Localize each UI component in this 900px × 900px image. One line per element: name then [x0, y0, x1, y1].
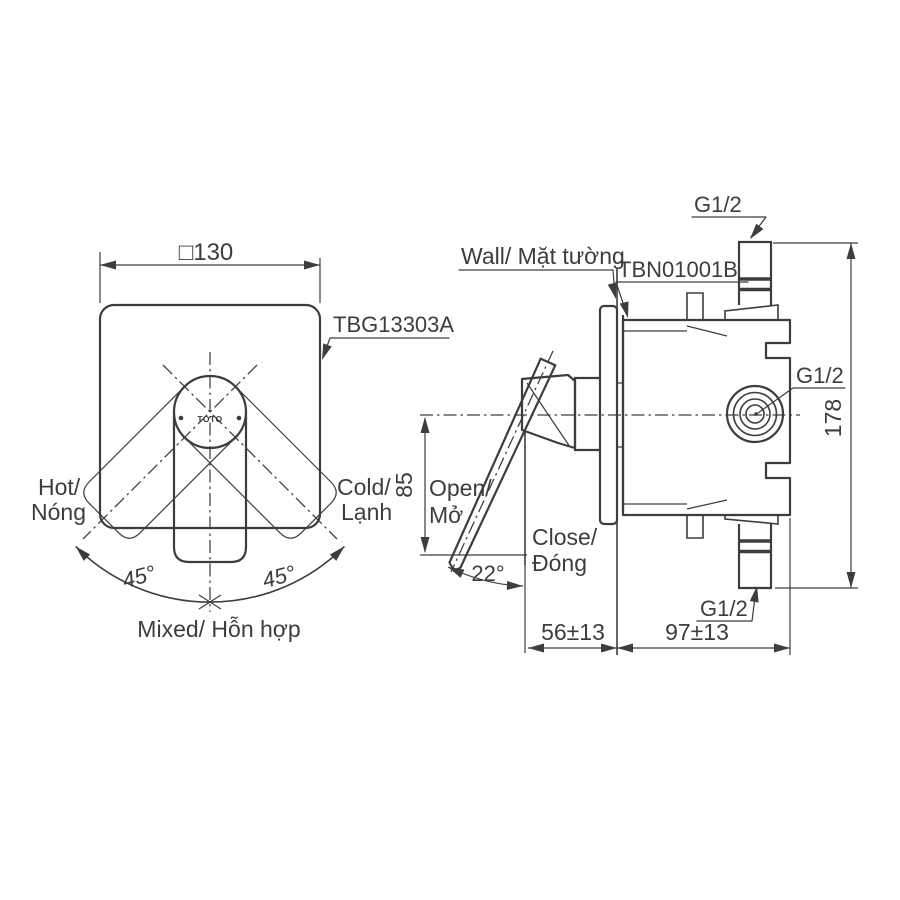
top-pipe-flange: [724, 304, 779, 320]
mixed-position-tick: [198, 594, 222, 610]
lever-axis-centerline: [450, 350, 554, 573]
trim-model-leader: [322, 337, 450, 358]
width-dim-label: □130: [179, 239, 234, 266]
mixed-label: Mixed/ Hỗn hợp: [137, 616, 300, 642]
handle-shaft: [172, 412, 248, 564]
cold-label-vi: Lạnh: [341, 499, 392, 525]
handle-dim-label: 85: [391, 472, 417, 498]
open-angle-label: 22°: [471, 561, 504, 586]
top-mount-tab: [686, 292, 704, 320]
g12-top-leader: [691, 216, 767, 242]
valve-model-leader: [615, 281, 749, 320]
g12-top-label: G1/2: [694, 192, 742, 217]
middle-port: [725, 384, 785, 444]
trim-model-label: TBG13303A: [333, 312, 454, 337]
valve-body-outline: [621, 318, 792, 517]
bottom-pipe-flange: [724, 515, 779, 525]
handle-centerline-diag-right: [162, 364, 338, 540]
g12-bottom-leader: [696, 585, 762, 622]
bottom-pipe: [737, 524, 773, 590]
cold-label-en: Cold/: [337, 474, 391, 500]
handle-hub-side: [520, 373, 577, 450]
height-dim-label: 178: [820, 399, 846, 437]
valve-model-label: TBN01001B: [618, 257, 738, 282]
bottom-mount-tab: [686, 515, 704, 539]
open-label-en: Open/: [429, 475, 492, 501]
hot-label-en: Hot/: [38, 474, 81, 500]
wall-leader: [458, 269, 621, 301]
hot-label-vi: Nóng: [31, 499, 86, 525]
handle-height-dimension: [420, 417, 430, 553]
close-label-vi: Đóng: [532, 550, 587, 576]
g12-middle-leader: [757, 387, 846, 414]
handle-stem-side: [573, 376, 600, 452]
close-label-en: Close/: [532, 524, 598, 550]
top-pipe: [737, 240, 773, 305]
open-label-vi: Mở: [429, 502, 463, 528]
logo-text: TOTO: [197, 414, 222, 424]
depth-dimensions: [528, 518, 791, 655]
depth-out-dim-label: 56±13: [541, 619, 605, 645]
angle-left-label: 45°: [120, 560, 159, 593]
height-dimension: [773, 242, 858, 589]
angle-right-label: 45°: [260, 560, 299, 593]
g12-middle-label: G1/2: [796, 363, 844, 388]
wall-label: Wall/ Mặt tường: [461, 243, 625, 269]
handle-centerline-diag-left: [82, 364, 258, 540]
width-dimension: [99, 252, 321, 303]
depth-in-dim-label: 97±13: [665, 619, 729, 645]
g12-bottom-label: G1/2: [700, 596, 748, 621]
side-view: [420, 216, 858, 655]
front-view: [72, 252, 450, 612]
